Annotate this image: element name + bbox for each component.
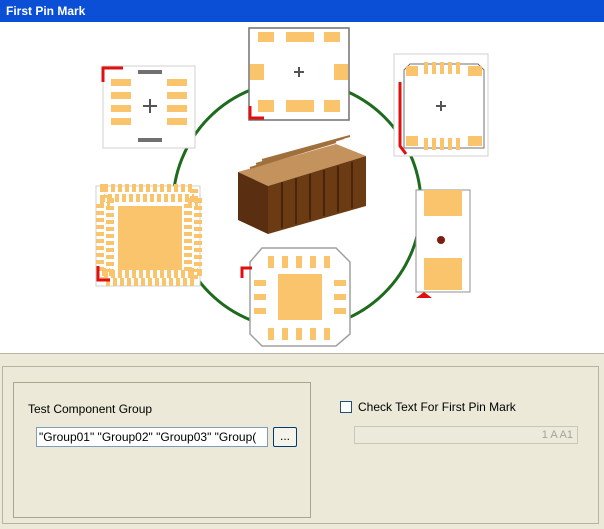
panel-frame xyxy=(2,366,599,524)
bga-icon xyxy=(95,184,202,287)
sop-icon xyxy=(101,65,196,149)
pin-mark-text-field[interactable]: 1 A A1 xyxy=(354,426,578,444)
3d-chip-icon xyxy=(238,135,366,234)
browse-group-button[interactable]: ... xyxy=(273,427,297,447)
melf-icon xyxy=(415,189,471,298)
qfp-corner-icon xyxy=(393,53,489,157)
test-group-input[interactable]: "Group01" "Group02" "Group03" "Group( xyxy=(36,427,268,447)
window-title: First Pin Mark xyxy=(6,4,86,18)
first-pin-illustration xyxy=(0,22,604,354)
qfn-center-icon xyxy=(240,247,351,347)
illustration-svg xyxy=(95,27,489,347)
qfn-icon xyxy=(248,27,350,121)
settings-panel: Test Component Group "Group01" "Group02"… xyxy=(0,360,604,529)
check-text-label[interactable]: Check Text For First Pin Mark xyxy=(358,400,516,414)
window-title-bar: First Pin Mark xyxy=(0,0,604,22)
test-group-label: Test Component Group xyxy=(28,402,153,416)
test-group-box: Test Component Group "Group01" "Group02"… xyxy=(13,382,311,518)
check-text-checkbox[interactable] xyxy=(340,401,352,413)
